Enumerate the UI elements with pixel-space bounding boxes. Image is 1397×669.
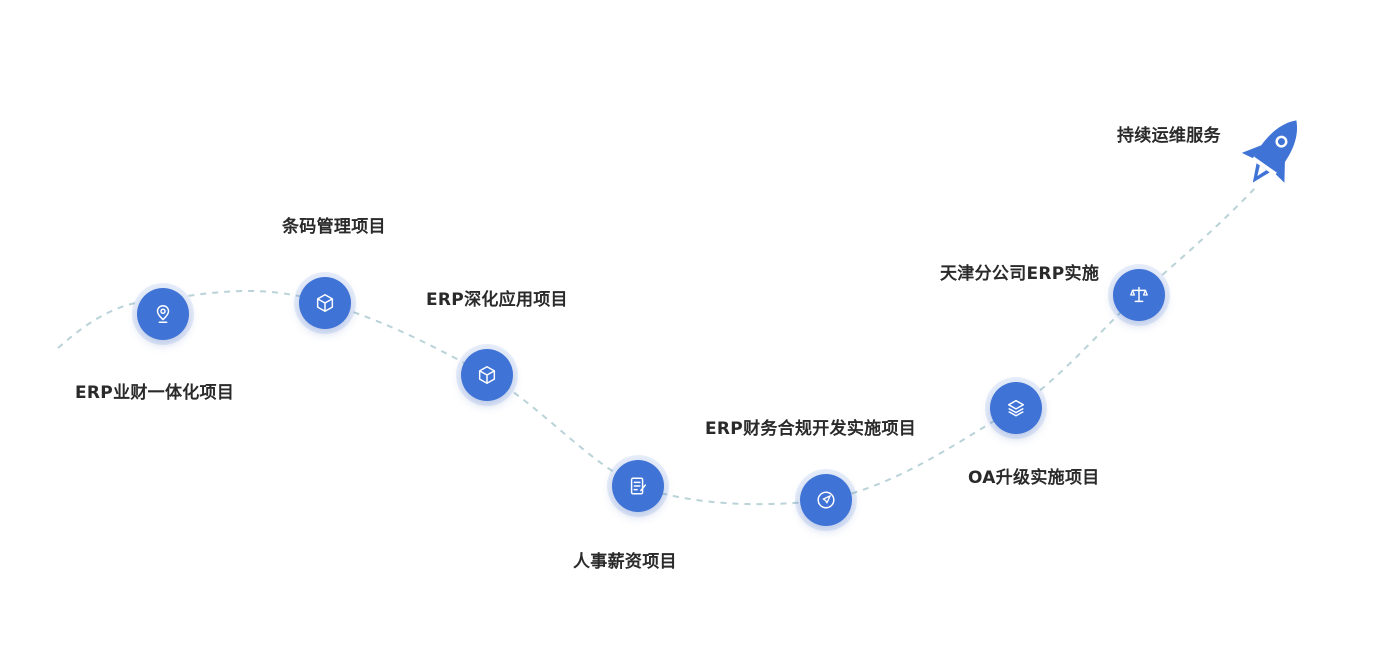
milestone-label-7: 天津分公司ERP实施: [940, 264, 1100, 284]
milestone-node-6[interactable]: [990, 382, 1042, 434]
milestone-node-4[interactable]: [612, 460, 664, 512]
send-icon: [817, 491, 835, 509]
milestone-node-3[interactable]: [461, 349, 513, 401]
scale-icon: [1130, 286, 1148, 303]
milestone-label-1: ERP业财一体化项目: [75, 383, 235, 403]
milestone-label-5: ERP财务合规开发实施项目: [705, 419, 917, 439]
final-goal-label: 持续运维服务: [1117, 126, 1221, 146]
milestone-label-2: 条码管理项目: [282, 217, 386, 237]
milestone-label-6: OA升级实施项目: [968, 468, 1100, 488]
cube-icon: [316, 294, 334, 312]
cube-icon: [478, 366, 496, 384]
milestone-label-4: 人事薪资项目: [573, 552, 677, 572]
milestone-node-5[interactable]: [800, 474, 852, 526]
document-edit-icon: [630, 477, 647, 495]
milestone-node-7[interactable]: [1113, 269, 1165, 321]
milestone-node-1[interactable]: [137, 288, 189, 340]
location-pin-icon: [156, 305, 170, 323]
milestone-label-3: ERP深化应用项目: [426, 290, 568, 310]
rocket-icon: [1241, 120, 1298, 183]
milestone-node-2[interactable]: [299, 277, 351, 329]
layers-icon: [1007, 399, 1025, 417]
